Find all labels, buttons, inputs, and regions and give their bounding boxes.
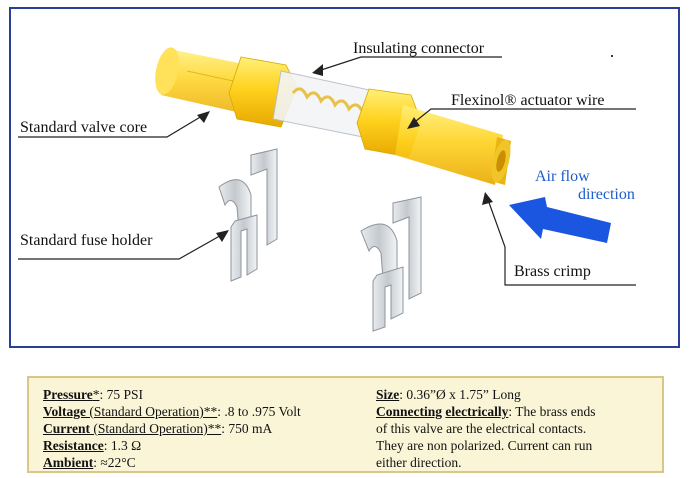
fuse-holder-clip-right [360,196,422,332]
size-value: : 0.36”Ø x 1.75” Long [399,387,521,402]
connecting-label: Connecting [376,404,443,419]
spec-pressure: Pressure*: 75 PSI [43,387,143,403]
current-mode: (Standard Operation)** [90,421,222,436]
spec-voltage: Voltage (Standard Operation)**: .8 to .9… [43,404,301,420]
pressure-footnote-mark: * [92,387,100,402]
fuse-holder-clip-left [218,148,278,282]
voltage-value: : .8 to .975 Volt [217,404,301,419]
label-brass-crimp: Brass crimp [514,263,591,280]
voltage-mode: (Standard Operation)** [86,404,218,419]
label-flexinol-wire: Flexinol® actuator wire [451,92,605,109]
specs-panel: Pressure*: 75 PSI Voltage (Standard Oper… [27,376,664,473]
spec-connecting: Connecting electrically: The brass ends [376,404,595,420]
valve-right-body [356,88,511,185]
ambient-value: : ≈22°C [93,455,136,470]
label-valve-core: Standard valve core [20,119,148,136]
connecting-label-electrically: electrically [445,404,509,419]
leader-lines [18,56,636,286]
label-insulating-connector: Insulating connector [353,40,485,57]
label-air-flow: Air flow [535,168,590,185]
air-flow-arrow [509,197,611,243]
current-label: Current [43,421,90,436]
current-value: : 750 mA [221,421,273,436]
connecting-text-line1: : The brass ends [508,404,596,419]
resistance-value: : 1.3 Ω [103,438,142,453]
connecting-text-line4: either direction. [376,455,462,470]
pressure-value: : 75 PSI [99,387,144,402]
diagram-frame: Insulating connector Flexinol® actuator … [9,7,680,348]
connecting-text-line3: They are non polarized. Current can run [376,438,593,453]
label-fuse-holder: Standard fuse holder [20,232,153,249]
spec-ambient: Ambient: ≈22°C [43,455,136,471]
spec-resistance: Resistance: 1.3 Ω [43,438,141,454]
leader-arrowheads [197,64,493,242]
voltage-label: Voltage [43,404,86,419]
ambient-label: Ambient [43,455,94,470]
valve-diagram [18,47,636,332]
label-air-flow-direction: direction [578,186,635,203]
spec-size: Size: 0.36”Ø x 1.75” Long [376,387,521,403]
stray-dot [611,55,613,57]
spec-current: Current (Standard Operation)**: 750 mA [43,421,272,437]
connecting-text-line2: of this valve are the electrical contact… [376,421,587,436]
size-label: Size [376,387,400,402]
pressure-label: Pressure [43,387,93,402]
resistance-label: Resistance [43,438,104,453]
